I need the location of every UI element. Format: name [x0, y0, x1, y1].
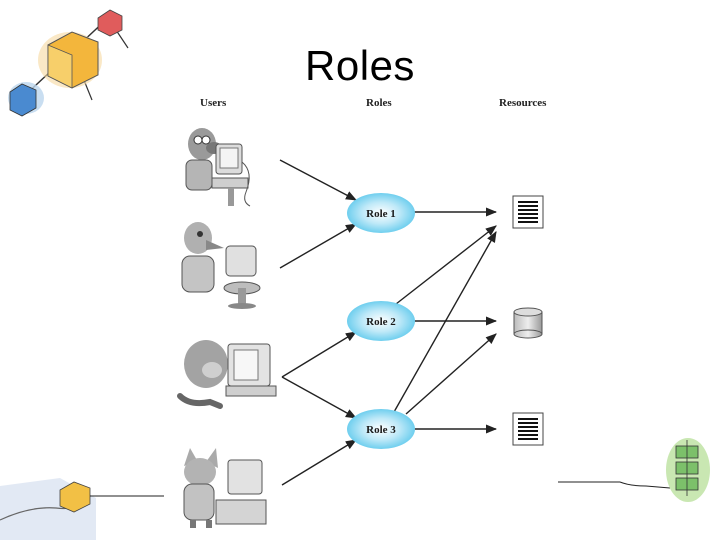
role-node-2: Role 2 — [347, 301, 415, 341]
slide-title: Roles — [305, 42, 415, 89]
roles-column-header: Roles — [366, 97, 392, 109]
cat-user-at-computer-icon — [183, 448, 267, 528]
role-label-3: Role 3 — [366, 424, 396, 436]
document-resource-icon — [512, 195, 544, 229]
role-resource-arrows — [393, 207, 498, 434]
stacked-boxes-decoration-icon — [558, 438, 710, 502]
database-cylinder-icon — [513, 307, 543, 339]
role-node-3: Role 3 — [347, 409, 415, 449]
resources-column-header: Resources — [499, 97, 547, 109]
dog-user-at-computer-icon — [185, 128, 251, 207]
hand-holding-cube-decoration-icon — [0, 478, 164, 540]
document-resource-icon — [512, 412, 544, 446]
cube-molecule-decoration-icon — [8, 9, 129, 117]
monkey-user-at-computer-icon — [177, 340, 277, 409]
user-role-arrows — [279, 159, 357, 486]
role-label-1: Role 1 — [366, 208, 396, 220]
users-column-header: Users — [200, 97, 227, 109]
bird-user-at-computer-icon — [181, 222, 261, 309]
role-label-2: Role 2 — [366, 316, 396, 328]
role-node-1: Role 1 — [347, 193, 415, 233]
